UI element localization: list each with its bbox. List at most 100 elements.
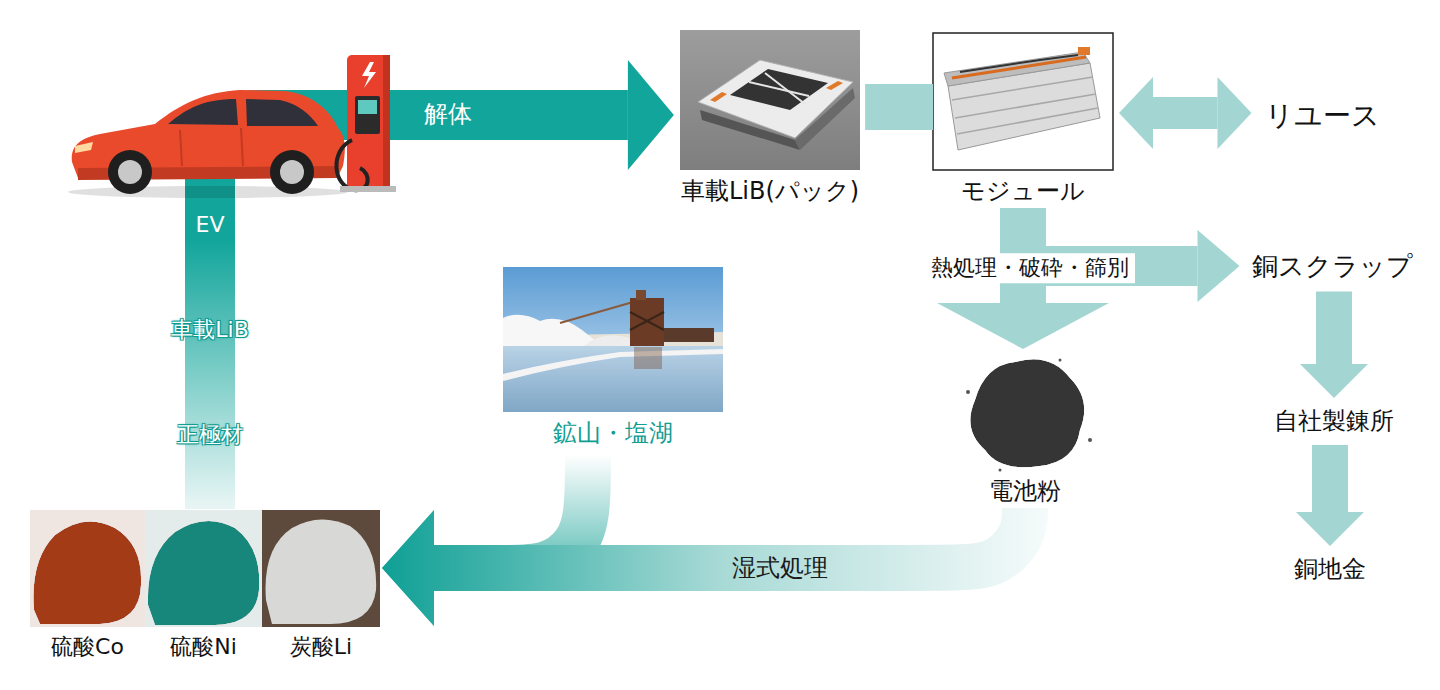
cobalt-sulfate-node: 硫酸Co [30, 510, 145, 661]
cobalt-sulfate-photo [30, 510, 145, 627]
process-label: 熱処理・破砕・篩別 [925, 253, 1135, 283]
battery-pack-photo [826, 81, 843, 90]
mine-salt-lake-photo [634, 347, 662, 369]
battery-powder-photo [999, 469, 1002, 472]
photo-space [933, 33, 1113, 170]
photo-caption: 鉱山・塩湖 [503, 418, 723, 448]
battery-powder-photo [966, 390, 970, 394]
band-label: 正極材 [177, 421, 243, 449]
photo-caption: 車載LiB(パック) [675, 176, 865, 206]
module-photo [952, 57, 1086, 78]
mine-salt-lake-photo [560, 300, 640, 323]
ev-car-illustration [118, 160, 142, 184]
charger-illustration [340, 186, 396, 192]
module-node: モジュール [933, 33, 1113, 206]
module-photo [952, 77, 1093, 100]
photo-space [145, 510, 262, 627]
ev-car-illustration [270, 150, 314, 194]
charger-illustration [358, 100, 377, 114]
flow-arrow [865, 107, 933, 108]
arrow-head [1218, 77, 1252, 149]
module-photo [933, 33, 1113, 170]
flow-band [185, 241, 235, 509]
battery-pack-photo [730, 69, 828, 110]
battery-pack-photo [765, 73, 805, 104]
nickel-sulfate-photo [145, 510, 262, 627]
copper-scrap-node: 銅スクラップ [1243, 246, 1422, 287]
ev-car-illustration [246, 99, 318, 126]
flow-band [1316, 292, 1352, 365]
flow-arrow [210, 241, 211, 509]
photo-space [262, 510, 380, 627]
mine-salt-lake-photo [503, 267, 723, 412]
charger-illustration [355, 96, 380, 134]
charger-illustration [347, 55, 390, 190]
mine-salt-lake-photo [630, 312, 664, 330]
mine-salt-lake-photo [503, 349, 723, 381]
nickel-sulfate-photo [145, 510, 262, 627]
cobalt-sulfate-photo [33, 521, 141, 624]
ev-car-illustration [241, 128, 243, 166]
flow-band [1312, 445, 1348, 512]
module-photo [933, 33, 1113, 170]
process-label: 銅地金 [1294, 554, 1366, 584]
mine-salt-lake-photo [503, 346, 723, 412]
process-label: 銅スクラップ [1252, 250, 1413, 283]
charger-illustration [336, 55, 396, 192]
charger-illustration [336, 140, 367, 190]
flow-arrow [1300, 292, 1368, 399]
battery-powder-photo [966, 359, 1092, 472]
process-label: 自社製錬所 [1274, 406, 1394, 436]
process-label: 解体 [418, 98, 478, 130]
ev-car-illustration [68, 90, 348, 198]
battery-pack-photo [710, 92, 727, 102]
band-label: 車載LiB [171, 316, 248, 344]
flow-band [1153, 97, 1218, 129]
process-label: 湿式処理 [726, 552, 834, 584]
ev-car-illustration [108, 150, 152, 194]
photo-caption: モジュール [933, 176, 1113, 206]
flow-arrow [382, 450, 588, 626]
photo-caption: 硫酸Ni [145, 633, 262, 661]
battery-powder-node: 電池粉 [965, 352, 1085, 506]
lithium-carbonate-photo [266, 519, 377, 624]
nickel-sulfate-photo [148, 521, 259, 625]
mine-salt-lake-photo [630, 312, 664, 330]
flow-arrow [1119, 77, 1252, 149]
module-photo [1078, 47, 1090, 55]
photo-space [675, 30, 865, 170]
mine-salt-lake-photo [664, 328, 714, 342]
nickel-sulfate-node: 硫酸Ni [145, 510, 262, 661]
flow-band [865, 84, 933, 130]
arrow-head [1296, 512, 1364, 546]
arrow-head [937, 303, 1109, 349]
flow-arrow [1296, 445, 1364, 546]
photo-caption: 炭酸Li [262, 633, 380, 661]
photo-space [965, 352, 1085, 470]
battery-pack-photo [680, 30, 860, 170]
battery-pack-photo [698, 60, 853, 138]
arrow-head [1119, 77, 1153, 149]
battery-powder-photo [970, 359, 1084, 467]
mine-salt-lake-photo [636, 290, 646, 300]
module-photo [955, 94, 1096, 118]
mine-salt-lake-photo [630, 298, 664, 346]
arrow-head [628, 60, 674, 170]
photo-space [30, 510, 145, 627]
lithium-carbonate-photo [262, 510, 380, 627]
charger-illustration [383, 55, 390, 190]
battery-powder-photo [1088, 438, 1092, 442]
cobalt-sulfate-photo [30, 510, 145, 627]
reuse-node: リユース [1256, 94, 1389, 137]
arrow-head [382, 510, 434, 626]
ev-car-illustration [180, 130, 182, 166]
photo-space [503, 267, 723, 412]
photo-caption: 電池粉 [965, 476, 1085, 506]
ev-car-illustration [75, 142, 93, 153]
battery-pack-node: 車載LiB(パック) [675, 30, 865, 206]
arrow-head [1300, 364, 1368, 398]
mine-salt-lake-node: 鉱山・塩湖 [503, 267, 723, 448]
module-photo [960, 55, 1078, 72]
